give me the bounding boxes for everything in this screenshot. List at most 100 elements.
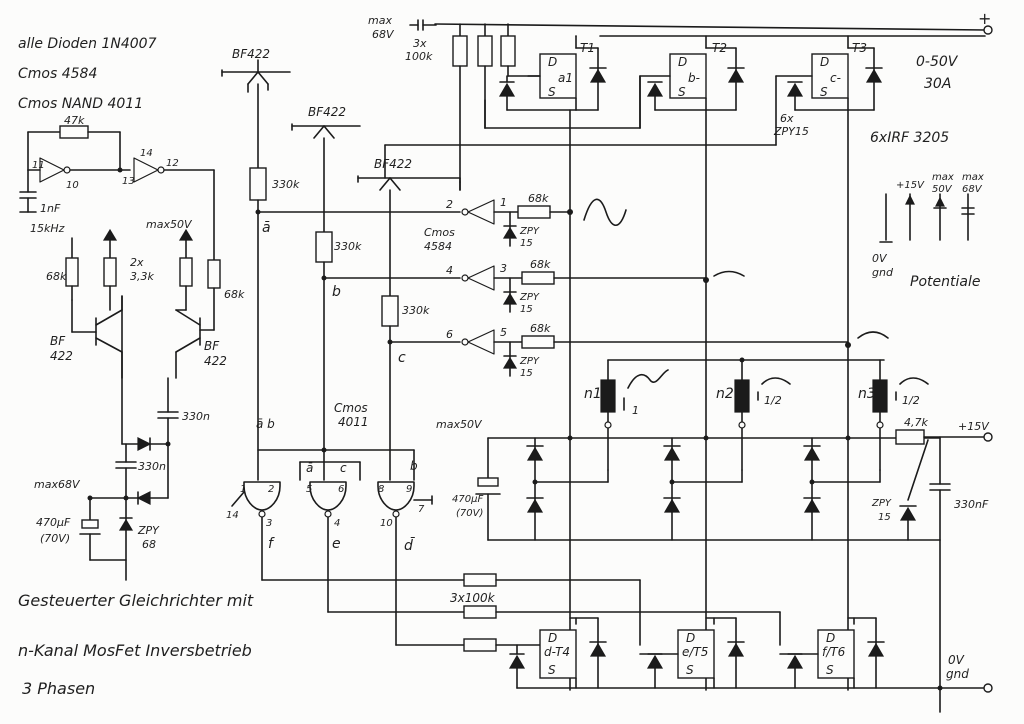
top-3x100k-label-b: 100k bbox=[405, 50, 433, 63]
title-line-2: n-Kanal MosFet Inversbetrieb bbox=[18, 641, 252, 660]
mosfet-type-note: 6xIRF 3205 bbox=[870, 130, 949, 146]
pin-13-osc: 13 bbox=[122, 176, 135, 187]
legend-50v-1: max bbox=[932, 172, 954, 183]
cmos4584-label-1: Cmos bbox=[424, 226, 455, 239]
mosfet-t5 bbox=[639, 617, 745, 689]
reg-zpy-1: ZPY bbox=[871, 498, 892, 509]
bf422-b-label: BF422 bbox=[308, 105, 346, 119]
cmos4584-label-2: 4584 bbox=[424, 240, 452, 253]
rect-470u-2: (70V) bbox=[456, 508, 483, 519]
driver-68k-right: 68k bbox=[224, 288, 245, 301]
legend-50v-2: 50V bbox=[932, 184, 953, 195]
top-max68v-label-2: 68V bbox=[372, 28, 395, 41]
nand-pin7: 7 bbox=[418, 504, 425, 515]
top-3x100k-label-a: 3x bbox=[413, 37, 427, 50]
inv-zpy-1b: 15 bbox=[520, 238, 533, 249]
t2-label: T2 bbox=[712, 41, 727, 55]
reg-330nf: 330nF bbox=[954, 498, 989, 511]
nand-pin3: 3 bbox=[266, 518, 272, 529]
potential-legend bbox=[879, 193, 975, 243]
bottom-resistors-3x100k bbox=[261, 573, 781, 652]
sine-wave-a bbox=[583, 198, 627, 227]
driver-2x33k-a: 2x bbox=[130, 256, 144, 269]
signal-abar: ā bbox=[262, 220, 271, 236]
top-resistors-3x100k bbox=[452, 23, 641, 191]
osc-freq: 15kHz bbox=[30, 222, 65, 235]
wind-sine-1 bbox=[627, 369, 669, 389]
oscillator bbox=[19, 125, 215, 261]
nand-in-b: b bbox=[410, 459, 418, 473]
t1-drain: D bbox=[548, 55, 557, 69]
inv-68k-3: 68k bbox=[530, 322, 551, 335]
title-line-1: Gesteuerter Gleichrichter mit bbox=[18, 591, 254, 610]
t1-gate-label: a1 bbox=[558, 71, 573, 85]
nand-in-c: c bbox=[340, 461, 347, 475]
t3-label: T3 bbox=[852, 41, 867, 55]
wind-sine-2 bbox=[761, 377, 791, 385]
inv-zpy-3a: ZPY bbox=[519, 356, 540, 367]
t2-gate-label: b- bbox=[688, 71, 700, 85]
rect-470u-1: 470µF bbox=[452, 494, 483, 505]
inv-zpy-2b: 15 bbox=[520, 304, 533, 315]
cmos-note-1: Cmos 4584 bbox=[18, 66, 97, 82]
top-gate-wiring bbox=[384, 75, 777, 146]
t2-source: S bbox=[678, 85, 686, 99]
gnd-label-2: gnd bbox=[946, 667, 969, 681]
ratio-3: 1/2 bbox=[902, 394, 920, 407]
top-supply-cap bbox=[409, 19, 437, 31]
reg-47k: 4,7k bbox=[904, 416, 928, 429]
driver-2x33k-b: 3,3k bbox=[130, 270, 154, 283]
t4-gate: d-T4 bbox=[544, 645, 570, 659]
sine-wave-c bbox=[857, 331, 889, 339]
legend-68v-1: max bbox=[962, 172, 984, 183]
pin-11-osc: 11 bbox=[32, 160, 45, 171]
top-max68v-label-1: max bbox=[368, 14, 392, 27]
driver-68k: 68k bbox=[46, 270, 67, 283]
cmos4011-label-1: Cmos bbox=[334, 401, 368, 415]
mosfet-t2 bbox=[639, 35, 745, 111]
pin-10-osc: 10 bbox=[66, 180, 79, 191]
nand-out-dbar: d̄ bbox=[404, 536, 415, 554]
t5-gate: e/T5 bbox=[682, 645, 708, 659]
pin-1: 1 bbox=[500, 196, 507, 209]
bf422-a-label: BF422 bbox=[232, 47, 270, 61]
rect-max50v: max50V bbox=[436, 418, 483, 431]
nand-pin9: 9 bbox=[406, 484, 412, 495]
nand-pin8: 8 bbox=[378, 484, 384, 495]
nand-pin1: 1 bbox=[240, 484, 246, 495]
mosfet-t4 bbox=[508, 617, 607, 689]
pin-3: 3 bbox=[500, 262, 507, 275]
bf-right-1: BF bbox=[204, 339, 220, 353]
nand-out-f: f bbox=[268, 536, 275, 552]
bf422-c-label: BF422 bbox=[374, 157, 412, 171]
pin-6: 6 bbox=[446, 328, 453, 341]
c330n-b: 330n bbox=[138, 460, 166, 473]
pin-4: 4 bbox=[446, 264, 453, 277]
nand-abar-b: ā b bbox=[256, 417, 275, 431]
nand-pin10: 10 bbox=[380, 518, 393, 529]
t5-drain: D bbox=[686, 631, 695, 645]
sine-wave-b bbox=[713, 270, 745, 277]
pin-12-osc: 12 bbox=[166, 158, 179, 169]
output-current: 30A bbox=[924, 76, 951, 92]
osc-cap: 1nF bbox=[40, 202, 61, 215]
bf-left-1: BF bbox=[50, 334, 66, 348]
r330k-c: 330k bbox=[402, 304, 430, 317]
nand-gates bbox=[231, 447, 433, 646]
reg-zpy-2: 15 bbox=[878, 512, 891, 523]
driver-max50v: max50V bbox=[146, 218, 193, 231]
wind-sine-3 bbox=[899, 377, 929, 385]
legend-gnd-1: 0V bbox=[872, 252, 888, 265]
t1-label: T1 bbox=[580, 41, 595, 55]
signal-c: c bbox=[398, 350, 406, 366]
r330k-b: 330k bbox=[334, 240, 362, 253]
legend-68v-2: 68V bbox=[962, 184, 983, 195]
nand-in-abar: ā bbox=[306, 461, 313, 475]
zpy68-1: ZPY bbox=[137, 524, 160, 537]
zpy-top-label-2: ZPY15 bbox=[773, 125, 809, 138]
inv-68k-1: 68k bbox=[528, 192, 549, 205]
cmos4011-label-2: 4011 bbox=[338, 415, 369, 429]
title-line-3: 3 Phasen bbox=[22, 679, 95, 698]
nand-pin5: 5 bbox=[306, 484, 312, 495]
inv-zpy-3b: 15 bbox=[520, 368, 533, 379]
